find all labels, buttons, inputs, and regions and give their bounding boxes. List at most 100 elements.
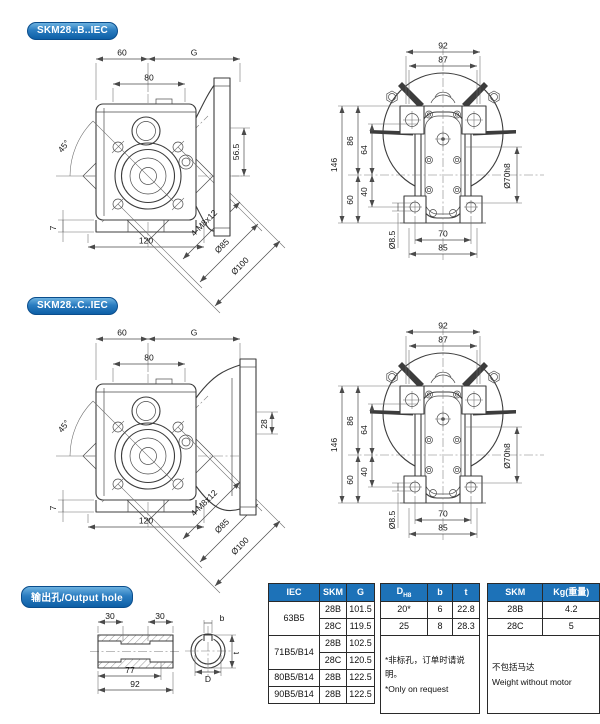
dim-label: 7: [48, 225, 58, 230]
iec-cell: 80B5/B14: [268, 669, 320, 687]
note-chinese: 不包括马达: [492, 662, 535, 673]
dim-label: 87: [438, 335, 448, 345]
table-row: 71B5/B14 28B 102.5: [268, 635, 375, 670]
dim-label: 7: [48, 505, 58, 510]
weight-table-note: 不包括马达 Weight without motor: [487, 635, 600, 714]
iec-cell: 90B5/B14: [268, 686, 320, 704]
t-cell: 22.8: [452, 601, 480, 619]
table-note-row: 不包括马达 Weight without motor: [487, 635, 600, 714]
col-header-d: DH8: [380, 583, 428, 602]
g-cell: 119.5: [346, 618, 375, 636]
skm-cell: 28B: [319, 669, 347, 687]
dim-label: 86: [345, 416, 355, 426]
dim-label: 86: [345, 136, 355, 146]
col-header-kg: Kg(重量): [542, 583, 600, 602]
g-cell: 122.5: [346, 686, 375, 704]
table-row: 28C 120.5: [269, 652, 375, 670]
dim-label: 28: [259, 419, 269, 429]
note-chinese: *非标孔，订单时请说明。: [385, 654, 465, 680]
iec-cell: 71B5/B14: [268, 635, 320, 670]
dim-label: 30: [155, 611, 165, 621]
dim-label: 64: [359, 145, 369, 155]
dim-label: G: [191, 48, 198, 58]
drawing-skm28c-side-view: 60 G 80 45° 7 120 28 4-M8x12 Ø85 Ø100: [48, 328, 285, 594]
g-cell: 120.5: [346, 652, 375, 670]
dim-label: 80: [144, 73, 154, 83]
dim-label: 56.5: [231, 143, 241, 160]
dim-label: Ø85: [213, 516, 232, 535]
note-english: *Only on request: [385, 683, 449, 694]
dim-label: 70: [438, 509, 448, 519]
bore-table: DH8 b t 20* 6 22.8 25 8 28.3 *非标孔，订单时请说明…: [380, 583, 480, 714]
dim-label: 92: [130, 679, 140, 689]
iec-table: IEC SKM G 63B5 28B 101.5 28C 119.5 71B5/…: [268, 583, 375, 704]
dim-label: 85: [438, 243, 448, 253]
t-cell: 28.3: [452, 618, 480, 636]
skm-cell: 28B: [486, 601, 544, 619]
col-header-b: b: [427, 583, 453, 602]
drawing-output-hole: 30 30 77 92 b t D: [90, 611, 241, 694]
g-cell: 122.5: [346, 669, 375, 687]
section-label-skm28b: SKM28..B..IEC: [27, 22, 118, 40]
skm-cell: 28C: [319, 618, 347, 636]
bore-table-note: *非标孔，订单时请说明。 *Only on request: [380, 635, 480, 714]
dim-label: 40: [359, 187, 369, 197]
dim-label: 70: [438, 229, 448, 239]
col-header-skm: SKM: [486, 583, 544, 602]
dim-label: Ø70h8: [502, 443, 512, 469]
table-row: 28C 5: [486, 618, 600, 636]
d-cell: 25: [380, 618, 428, 636]
section-label-skm28c: SKM28..C..IEC: [27, 297, 118, 315]
table-row: 20* 6 22.8: [380, 601, 480, 619]
dim-label: b: [220, 613, 225, 623]
dim-label: Ø8.5: [387, 231, 397, 250]
table-row: 25 8 28.3: [380, 618, 480, 636]
dim-label: 45°: [56, 418, 72, 434]
dim-label: Ø85: [213, 236, 232, 255]
table-header-row: DH8 b t: [380, 583, 480, 602]
dim-label: D: [205, 674, 211, 684]
dim-label: 77: [125, 665, 135, 675]
skm-cell: 28C: [486, 618, 544, 636]
note-english: Weight without motor: [492, 676, 572, 687]
dim-label: 60: [345, 475, 355, 485]
drawing-skm28b-side-view: 60 G 80 45° 7 120 56.5 4-M8x12 Ø85 Ø100: [48, 48, 285, 314]
skm-cell: 28B: [319, 601, 347, 619]
dim-label: 40: [359, 467, 369, 477]
table-row: 63B5 28B 101.5: [268, 601, 375, 636]
col-header-g: G: [346, 583, 375, 602]
table-header-row: SKM Kg(重量): [486, 583, 600, 602]
table-note-row: *非标孔，订单时请说明。 *Only on request: [380, 635, 480, 714]
skm-cell: 28B: [319, 635, 347, 653]
dim-label: 92: [438, 321, 448, 331]
d-cell: 20*: [380, 601, 428, 619]
weight-table: SKM Kg(重量) 28B 4.2 28C 5 不包括马达 Weight wi…: [486, 583, 600, 714]
col-header-skm: SKM: [319, 583, 347, 602]
dim-label: 80: [144, 353, 154, 363]
dim-label: 45°: [56, 138, 72, 154]
dim-label: 120: [139, 236, 153, 246]
skm-cell: 28C: [319, 652, 347, 670]
kg-cell: 5: [542, 618, 600, 636]
dim-label: 60: [117, 328, 127, 338]
dim-label: 60: [117, 48, 127, 58]
col-header-t: t: [452, 583, 480, 602]
dim-label: 92: [438, 41, 448, 51]
table-row: 80B5/B14 28B 122.5: [268, 669, 375, 687]
table-row: 28B 4.2: [486, 601, 600, 619]
dim-label: 64: [359, 425, 369, 435]
dim-label: 60: [345, 195, 355, 205]
drawing-skm28c-front-view: 92 87 146 86 64 60 40 Ø8.5 70 85 Ø70h8: [329, 321, 544, 541]
iec-cell: 63B5: [268, 601, 320, 636]
dim-label: 146: [329, 158, 339, 172]
dim-label: 87: [438, 55, 448, 65]
kg-cell: 4.2: [542, 601, 600, 619]
b-cell: 8: [427, 618, 453, 636]
drawing-skm28b-front-view: 92 87 146 86 64 60 40 Ø8.5 70 85 Ø70h8: [329, 41, 544, 261]
dim-label: 85: [438, 523, 448, 533]
g-cell: 102.5: [346, 635, 375, 653]
dim-label: t: [231, 651, 241, 654]
g-cell: 101.5: [346, 601, 375, 619]
